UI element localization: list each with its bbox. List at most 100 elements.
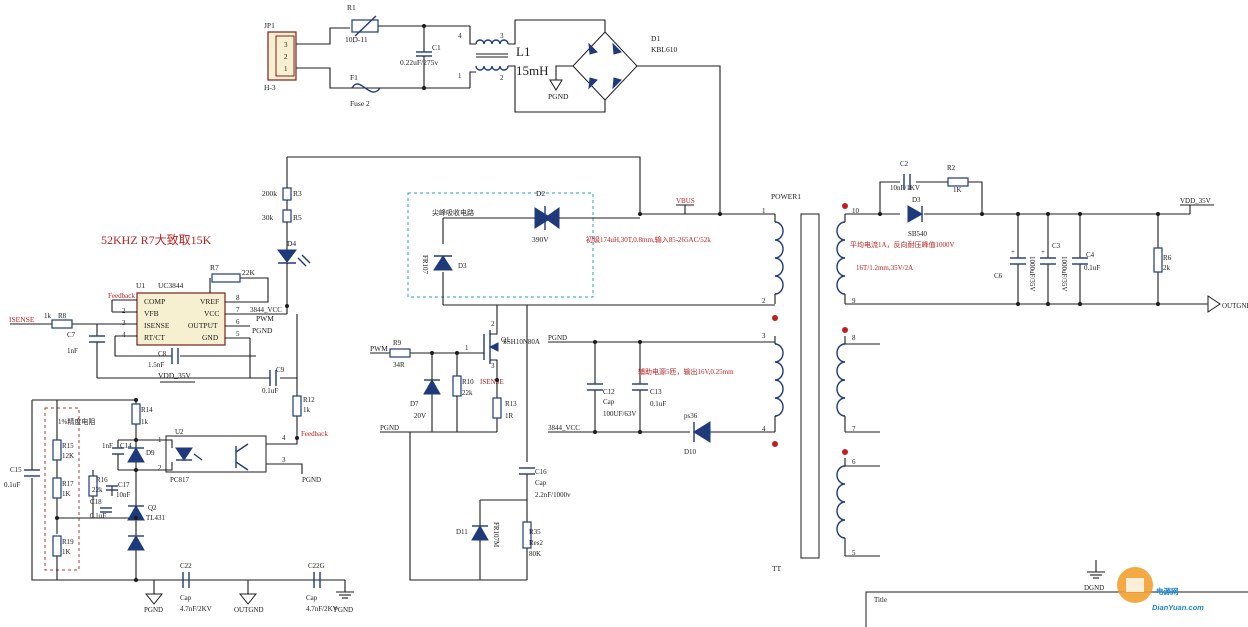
svg-text:R5: R5 bbox=[293, 213, 302, 222]
resistor-r15: R15 12K bbox=[52, 439, 74, 461]
svg-text:1nF: 1nF bbox=[67, 347, 78, 355]
dgnd-symbol: DGND bbox=[1084, 560, 1105, 592]
diode-d10: ps36 D10 bbox=[684, 412, 711, 456]
svg-text:D1: D1 bbox=[651, 34, 660, 43]
svg-text:D9: D9 bbox=[146, 449, 155, 457]
svg-text:C4: C4 bbox=[1086, 251, 1095, 259]
svg-text:R13: R13 bbox=[505, 400, 517, 408]
svg-text:3844_VCC: 3844_VCC bbox=[548, 424, 580, 432]
svg-text:R35: R35 bbox=[529, 528, 541, 536]
svg-text:DianYuan.com: DianYuan.com bbox=[1152, 603, 1204, 612]
precision-resistor-box bbox=[44, 407, 80, 571]
svg-text:C12: C12 bbox=[603, 388, 615, 396]
jp1-ref: JP1 bbox=[264, 21, 275, 30]
svg-text:R8: R8 bbox=[58, 312, 67, 320]
svg-text:OUTGND: OUTGND bbox=[234, 606, 264, 614]
svg-text:200k: 200k bbox=[262, 189, 277, 198]
jp1-footprint: H-3 bbox=[264, 83, 276, 92]
svg-text:1k: 1k bbox=[303, 406, 311, 414]
svg-text:1: 1 bbox=[158, 436, 162, 444]
svg-text:3: 3 bbox=[284, 41, 288, 49]
aux-winding-note: 辅助电源5匝，输出16V,0.25mm bbox=[638, 367, 734, 376]
svg-text:0.1uF: 0.1uF bbox=[1084, 264, 1100, 272]
svg-text:D11: D11 bbox=[456, 528, 468, 536]
svg-text:1k: 1k bbox=[44, 312, 52, 320]
svg-text:UC3844: UC3844 bbox=[158, 281, 184, 290]
capacitor-c13: C13 0.1uF bbox=[632, 342, 666, 432]
diode-d9: D9 bbox=[127, 440, 155, 470]
svg-text:0.1uF: 0.1uF bbox=[90, 512, 106, 520]
svg-text:Cap: Cap bbox=[535, 479, 547, 487]
capacitor-c18: C18 0.1uF bbox=[90, 498, 112, 520]
svg-text:PGND: PGND bbox=[334, 606, 353, 614]
svg-text:PGND: PGND bbox=[302, 476, 321, 484]
svg-text:SSH10N80A: SSH10N80A bbox=[503, 338, 540, 346]
svg-text:FR107: FR107 bbox=[421, 255, 429, 275]
resistor-r12: R12 1k bbox=[292, 395, 315, 417]
svg-text:1: 1 bbox=[762, 207, 766, 215]
capacitor-c22g: C22G Cap 4.7nF/2KV bbox=[306, 562, 338, 613]
svg-text:TL431: TL431 bbox=[146, 514, 166, 522]
capacitor-c8: C8 1.5nF bbox=[148, 348, 179, 369]
bridge-rectifier-d1: D1 KBL610 bbox=[572, 31, 678, 101]
svg-text:Cap: Cap bbox=[180, 594, 192, 602]
ground-symbols-bottom: PGND OUTGND PGND bbox=[144, 591, 354, 614]
svg-text:390V: 390V bbox=[532, 235, 549, 244]
svg-text:80K: 80K bbox=[529, 550, 541, 558]
svg-text:C9: C9 bbox=[276, 366, 285, 374]
thermistor-r1: R1 10D-11 bbox=[345, 3, 379, 44]
svg-text:3: 3 bbox=[122, 319, 126, 327]
svg-text:COMP: COMP bbox=[144, 297, 165, 306]
svg-text:C6: C6 bbox=[994, 272, 1003, 280]
svg-text:2: 2 bbox=[500, 74, 504, 82]
svg-text:10D-11: 10D-11 bbox=[345, 35, 368, 44]
svg-text:8: 8 bbox=[236, 294, 240, 302]
svg-text:Feedback: Feedback bbox=[301, 430, 328, 438]
svg-text:5: 5 bbox=[852, 549, 856, 557]
svg-text:F1: F1 bbox=[350, 73, 358, 82]
svg-text:1: 1 bbox=[284, 65, 288, 73]
svg-text:Fuse 2: Fuse 2 bbox=[350, 99, 370, 108]
svg-text:R17: R17 bbox=[62, 480, 74, 488]
fuse-f1: F1 Fuse 2 bbox=[350, 73, 381, 108]
resistor-r8: 1k R8 bbox=[44, 312, 73, 329]
svg-text:1R: 1R bbox=[505, 412, 514, 420]
svg-text:3844_VCC: 3844_VCC bbox=[250, 306, 282, 314]
svg-text:1K: 1K bbox=[953, 186, 962, 194]
svg-text:12K: 12K bbox=[62, 452, 74, 460]
uc3844-controller: U1 UC3844 COMP VFB ISENSE RT/CT 2 3 4 VR… bbox=[122, 281, 240, 346]
resistor-r13: R13 1R bbox=[492, 380, 517, 432]
secondary-winding-note: 16T/1.2mm,35V/2A bbox=[856, 264, 913, 272]
svg-text:R12: R12 bbox=[303, 396, 315, 404]
svg-text:POWER1: POWER1 bbox=[771, 192, 801, 201]
capacitor-c17: C17 10nF bbox=[106, 481, 131, 499]
svg-text:PGND: PGND bbox=[548, 334, 567, 342]
svg-text:20V: 20V bbox=[414, 412, 426, 420]
svg-text:VREF: VREF bbox=[200, 297, 219, 306]
svg-text:3: 3 bbox=[500, 32, 504, 40]
resistor-r35: R35 Res2 80K bbox=[522, 521, 544, 558]
svg-text:Title: Title bbox=[874, 596, 887, 604]
svg-text:D7: D7 bbox=[410, 400, 419, 408]
svg-text:PGND: PGND bbox=[548, 92, 569, 101]
svg-text:1000uF/35V: 1000uF/35V bbox=[1028, 256, 1036, 291]
svg-text:VFB: VFB bbox=[144, 309, 159, 318]
resistor-r3: 200k R3 bbox=[262, 187, 302, 201]
snubber-title: 尖峰吸收电路 bbox=[432, 208, 474, 217]
svg-text:R10: R10 bbox=[462, 378, 474, 386]
svg-text:7: 7 bbox=[852, 425, 856, 433]
capacitor-c22: C22 Cap 4.7nF/2KV bbox=[180, 562, 212, 613]
resistor-r19: R19 1K bbox=[52, 535, 74, 557]
resistor-r9: R9 34R bbox=[389, 339, 411, 369]
zener-d7: D7 20V bbox=[410, 353, 441, 432]
transformer-power1: POWER1 1 2 3 4 10 9 8 7 6 5 TT bbox=[762, 192, 860, 573]
svg-text:C15: C15 bbox=[10, 466, 22, 474]
svg-text:1k: 1k bbox=[141, 418, 149, 426]
capacitor-c15: C15 0.1uF bbox=[4, 466, 40, 489]
svg-text:1%精度电阻: 1%精度电阻 bbox=[58, 417, 95, 426]
svg-text:R14: R14 bbox=[141, 406, 153, 414]
svg-text:C22: C22 bbox=[180, 562, 192, 570]
svg-text:10nF: 10nF bbox=[116, 491, 131, 499]
resistor-r6: R6 2k bbox=[1153, 214, 1172, 304]
